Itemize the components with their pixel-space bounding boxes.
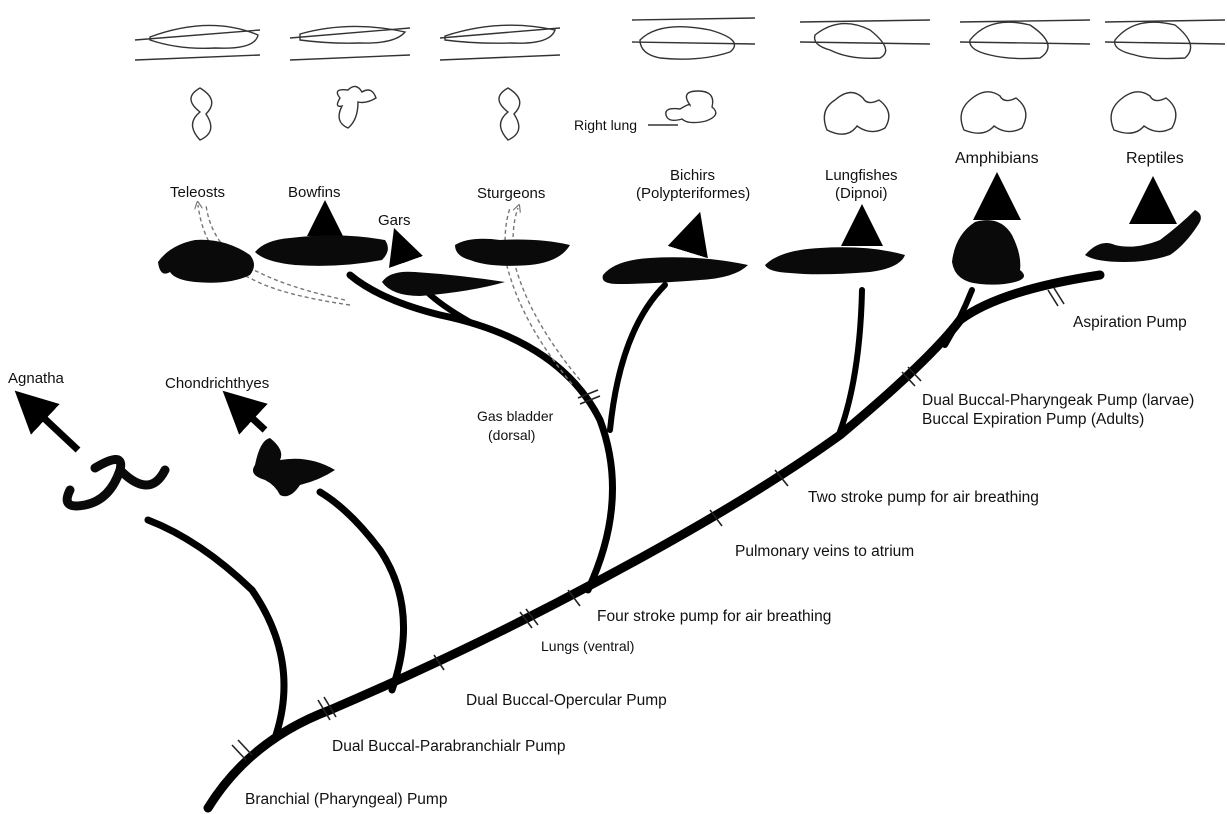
frog-silhouette [952, 220, 1024, 284]
organ-amphibian [960, 20, 1090, 133]
branch-agnatha [148, 520, 284, 735]
trait-dual-pharyngeak: Dual Buccal-Pharyngeak Pump (larvae) [922, 392, 1194, 409]
label-bichirs-sub: (Polypteriformes) [636, 185, 750, 202]
organ-bichir [632, 18, 755, 123]
label-lungfishes-sub: (Dipnoi) [835, 185, 888, 202]
label-chondrichthyes: Chondrichthyes [165, 375, 269, 392]
organ-lungfish [800, 20, 930, 134]
arrow-agnatha [30, 405, 78, 450]
lamprey-silhouette [67, 459, 165, 506]
arrow-gars [400, 245, 406, 262]
arrow-chondrichthyes [238, 405, 265, 430]
trait-aspiration: Aspiration Pump [1073, 314, 1187, 331]
arrow-bichirs [690, 232, 694, 245]
trait-gas-bladder: Gas bladder [477, 408, 554, 424]
label-gars: Gars [378, 212, 411, 229]
tree-branches [148, 275, 1100, 808]
animal-silhouettes [67, 210, 1201, 506]
organ-gar [440, 25, 560, 140]
trait-lungs-ventral: Lungs (ventral) [541, 638, 634, 654]
organ-bowfin [290, 26, 410, 128]
label-amphibians: Amphibians [955, 150, 1039, 167]
branch-actinopterygii [350, 275, 613, 590]
main-trunk [208, 275, 1100, 808]
sturgeon-silhouette [455, 239, 570, 266]
label-bichirs: Bichirs [670, 167, 715, 184]
lungfish-silhouette [765, 247, 905, 274]
trait-parabranchial: Dual Buccal-Parabranchialr Pump [332, 738, 565, 755]
bichir-silhouette [603, 257, 748, 284]
gar-silhouette [382, 272, 505, 296]
organ-drawings [135, 18, 1225, 140]
organ-teleost [135, 25, 260, 140]
trait-opercular: Dual Buccal-Opercular Pump [466, 692, 667, 709]
label-right-lung: Right lung [574, 117, 637, 133]
trait-four-stroke: Four stroke pump for air breathing [597, 608, 831, 625]
branch-chondrichthyes [320, 492, 404, 690]
bowfin-silhouette [255, 235, 388, 265]
trait-gas-bladder-sub: (dorsal) [488, 427, 535, 443]
trait-two-stroke: Two stroke pump for air breathing [808, 489, 1039, 506]
label-agnatha: Agnatha [8, 370, 65, 387]
trait-buccal-expiration: Buccal Expiration Pump (Adults) [922, 411, 1144, 428]
trait-branchial: Branchial (Pharyngeal) Pump [245, 791, 447, 808]
organ-reptile [1105, 20, 1225, 133]
label-lungfishes: Lungfishes [825, 167, 898, 184]
shark-silhouette [253, 438, 335, 496]
teleost-silhouette [158, 240, 254, 283]
branch-bichirs [610, 285, 665, 430]
label-sturgeons: Sturgeons [477, 185, 545, 202]
lizard-silhouette [1085, 210, 1201, 262]
label-teleosts: Teleosts [170, 184, 225, 201]
label-bowfins: Bowfins [288, 184, 341, 201]
label-reptiles: Reptiles [1126, 150, 1184, 167]
trait-pulmonary: Pulmonary veins to atrium [735, 543, 914, 560]
